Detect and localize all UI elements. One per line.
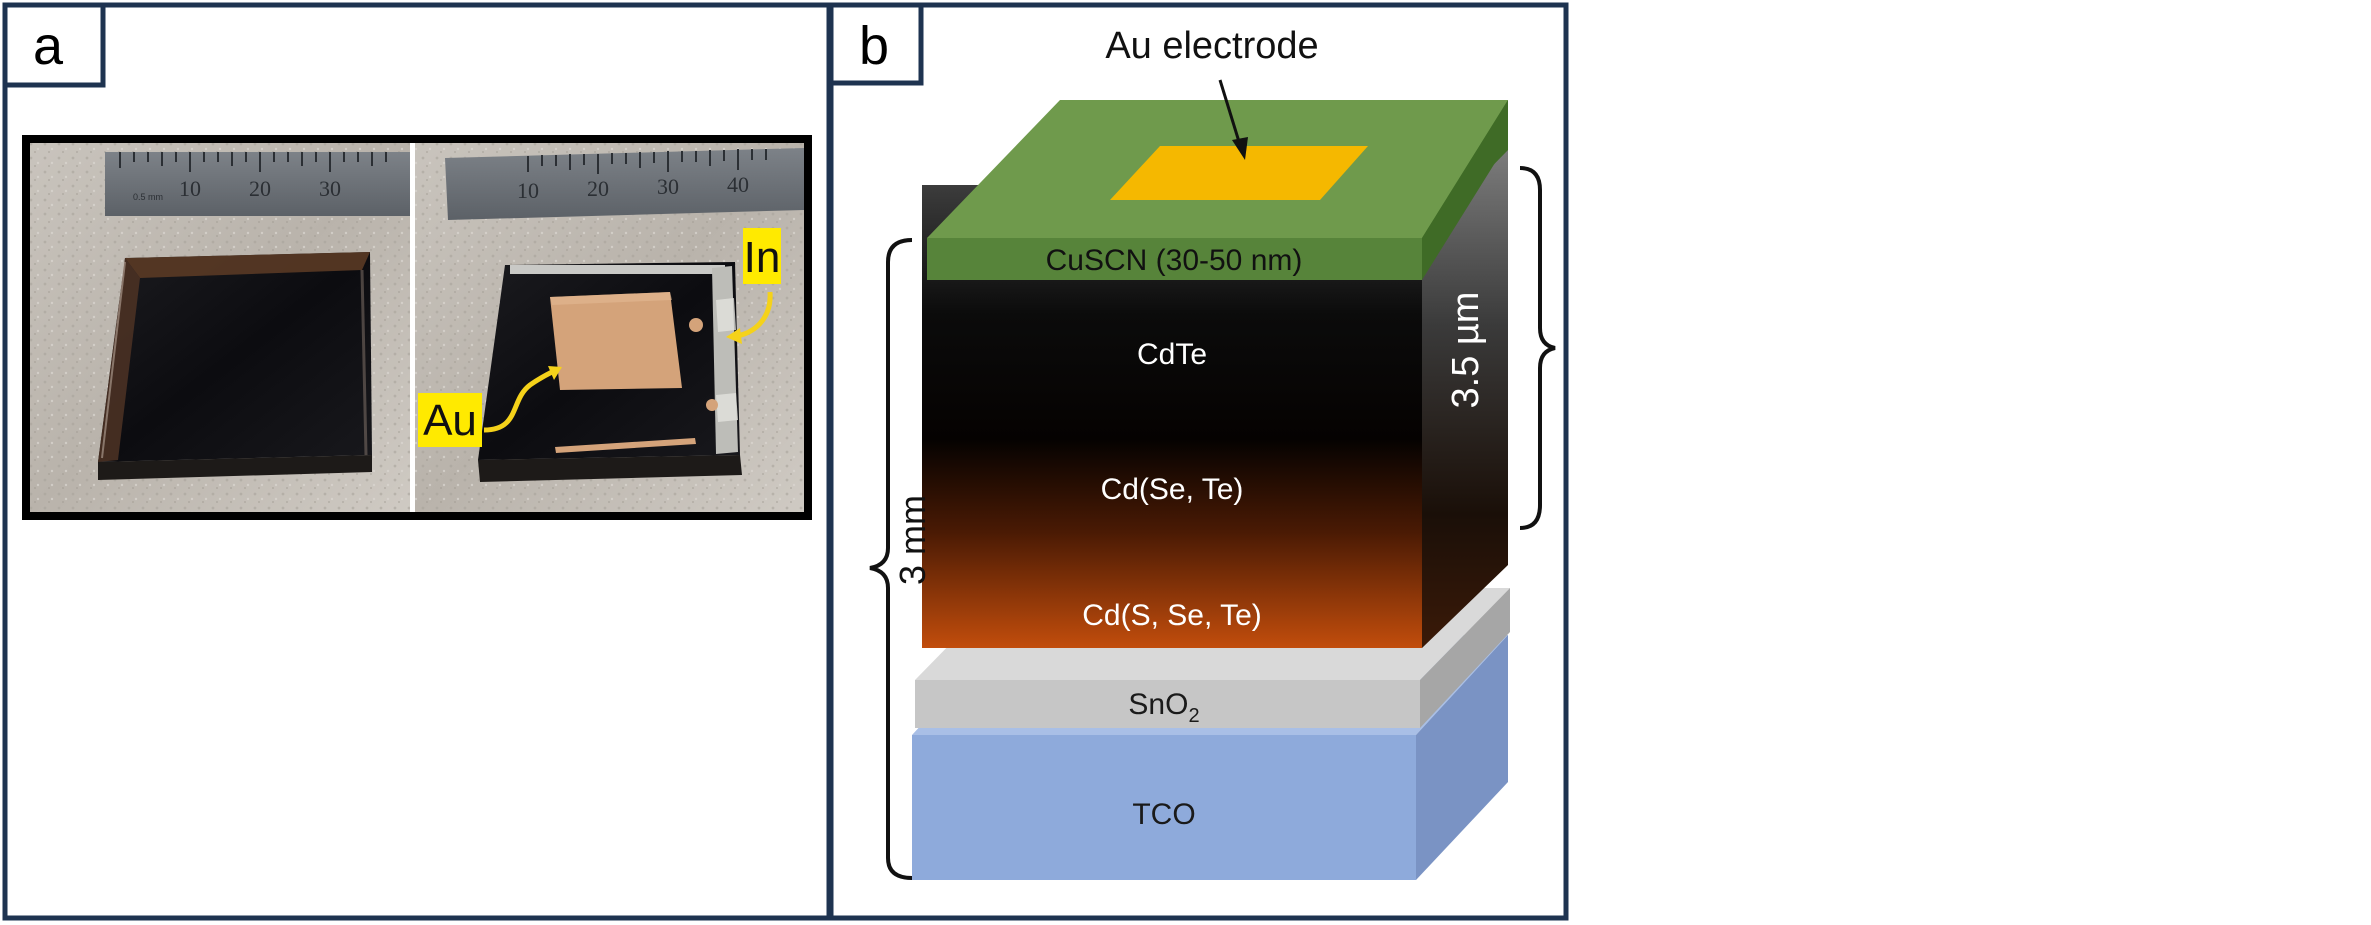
ruler-left: 10 20 30 0.5 mm — [105, 152, 410, 216]
layer-cuscn-label: CuSCN (30-50 nm) — [1046, 244, 1303, 277]
width-label: 3 mm — [892, 495, 933, 585]
ruler-right-tick-40: 40 — [727, 172, 749, 197]
sample-right — [478, 262, 742, 482]
arrow-in-head — [726, 328, 742, 344]
layer-cdte-label: CdTe — [1137, 338, 1207, 371]
callout-in-label: In — [744, 233, 781, 282]
au-electrode-pad — [550, 292, 682, 390]
callout-au-label: Au — [423, 396, 477, 445]
indium-strip-top — [510, 265, 725, 274]
au-electrode-arrow-head — [1232, 137, 1248, 160]
ruler-right-tick-20: 20 — [587, 176, 609, 201]
ruler-right-tick-30: 30 — [657, 174, 679, 199]
panel-a: a 10 — [2, 2, 832, 921]
layer-sno2-label: SnO2 — [1128, 688, 1199, 727]
au-electrode-label: Au electrode — [1105, 25, 1318, 67]
layer-sno2-base: SnO — [1128, 688, 1188, 721]
layer-tco-label: TCO — [1132, 798, 1195, 831]
callout-in-box — [743, 228, 781, 284]
layer-cdssete-label: Cd(S, Se, Te) — [1082, 599, 1262, 632]
photo-right: 10 20 30 40 — [415, 143, 804, 512]
thickness-label: 3.5 µm — [1445, 292, 1487, 409]
ruler-left-tick-10: 10 — [179, 176, 201, 201]
panel-b-label: b — [859, 16, 889, 76]
photo-divider — [410, 143, 415, 512]
callout-au-box — [418, 393, 482, 447]
arrow-au — [483, 369, 554, 433]
width-brace — [869, 238, 913, 880]
panel-a-label: a — [33, 16, 64, 76]
panel-b: b TCO SnO2 CdTe Cd(Se, Te) Cd(S, Se, Te) — [828, 2, 1569, 921]
layer-cdsete-label: Cd(Se, Te) — [1101, 473, 1244, 506]
photo-left: 10 20 30 0.5 mm — [30, 143, 410, 512]
au-electrode — [1110, 146, 1368, 200]
ruler-right: 10 20 30 40 — [445, 148, 804, 220]
ruler-left-tick-30: 30 — [319, 176, 341, 201]
panel-b-label-box — [828, 2, 924, 86]
panel-a-label-box — [2, 2, 106, 88]
au-electrode-arrow — [1218, 79, 1242, 146]
thickness-brace — [1519, 166, 1556, 530]
au-strip-bottom — [555, 438, 696, 453]
sample-left — [98, 252, 372, 480]
arrow-au-head — [548, 366, 562, 380]
ruler-left-tick-20: 20 — [249, 176, 271, 201]
layer-sno2-subscript: 2 — [1188, 705, 1199, 727]
ruler-right-tick-10: 10 — [517, 178, 539, 203]
ruler-left-unit: 0.5 mm — [133, 192, 163, 202]
